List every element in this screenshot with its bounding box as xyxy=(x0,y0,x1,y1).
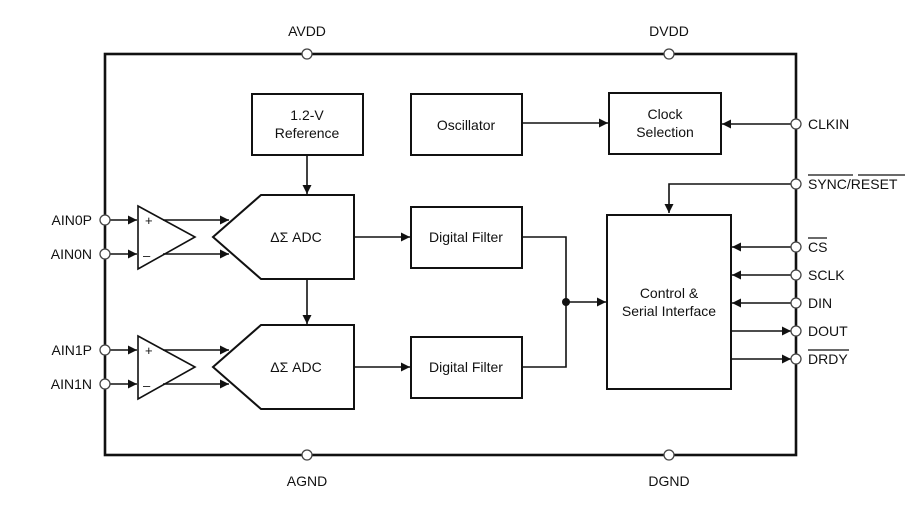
pin-label-sclk: SCLK xyxy=(808,267,845,283)
pin-label-avdd: AVDD xyxy=(288,23,326,39)
filter1-block: Digital Filter xyxy=(410,336,523,399)
pin-pad-ain1n xyxy=(99,378,111,390)
pin-label-ain1p: AIN1P xyxy=(52,342,92,358)
pin-label-sync-reset: SYNC/RESET xyxy=(808,176,898,192)
adc1-block: ΔΣ ADC xyxy=(211,324,355,410)
pin-pad-ain0p xyxy=(99,214,111,226)
pin-label-din: DIN xyxy=(808,295,832,311)
pin-pad-dout xyxy=(790,325,802,337)
adc1-label: ΔΣ ADC xyxy=(270,359,321,375)
pga1-minus: – xyxy=(143,378,151,393)
pga0-minus: – xyxy=(143,248,151,263)
sync-label: SYNC xyxy=(808,176,847,192)
oscillator-block: Oscillator xyxy=(410,93,523,156)
control-label-line2: Serial Interface xyxy=(622,303,716,319)
pin-pad-drdy xyxy=(790,353,802,365)
pin-pad-ain1p xyxy=(99,344,111,356)
reference-label-line2: Reference xyxy=(275,125,340,141)
filter1-label: Digital Filter xyxy=(429,359,503,375)
reference-label-line1: 1.2-V xyxy=(290,107,324,123)
pga0-amplifier-icon: + – xyxy=(137,204,197,271)
pga1-plus: + xyxy=(145,343,153,358)
pin-pad-avdd xyxy=(301,48,313,60)
filter-merge-wire xyxy=(522,236,567,368)
pin-label-ain1n: AIN1N xyxy=(51,376,92,392)
pin-label-dvdd: DVDD xyxy=(649,23,689,39)
slash-label: / xyxy=(847,176,851,192)
adc0-label: ΔΣ ADC xyxy=(270,229,321,245)
pin-label-dout: DOUT xyxy=(808,323,848,339)
reference-block: 1.2-V Reference xyxy=(251,93,364,156)
pin-label-ain0n: AIN0N xyxy=(51,246,92,262)
pin-pad-dgnd xyxy=(663,449,675,461)
pin-label-ain0p: AIN0P xyxy=(52,212,92,228)
control-label-line1: Control & xyxy=(640,285,699,301)
pin-pad-din xyxy=(790,297,802,309)
pin-label-cs: CS xyxy=(808,239,827,255)
clock-selection-label-line1: Clock xyxy=(647,106,683,122)
oscillator-label: Oscillator xyxy=(437,117,496,133)
control-serial-interface-block: Control & Serial Interface xyxy=(606,214,732,390)
pin-label-drdy: DRDY xyxy=(808,351,848,367)
pin-pad-clkin xyxy=(790,118,802,130)
pin-pad-cs xyxy=(790,241,802,253)
pin-label-dgnd: DGND xyxy=(648,473,689,489)
sync-reset-to-control-arrow xyxy=(664,183,796,213)
filter0-block: Digital Filter xyxy=(410,206,523,269)
filter0-label: Digital Filter xyxy=(429,229,503,245)
adc0-block: ΔΣ ADC xyxy=(211,194,355,280)
pga0-plus: + xyxy=(145,213,153,228)
pin-pad-sync-reset xyxy=(790,178,802,190)
pin-label-agnd: AGND xyxy=(287,473,327,489)
pga1-amplifier-icon: + – xyxy=(137,334,197,401)
clock-selection-block: Clock Selection xyxy=(608,92,722,155)
pin-pad-ain0n xyxy=(99,248,111,260)
reset-label: RESET xyxy=(851,176,898,192)
pin-pad-sclk xyxy=(790,269,802,281)
pin-label-clkin: CLKIN xyxy=(808,116,849,132)
clock-selection-label-line2: Selection xyxy=(636,124,694,140)
pin-pad-dvdd xyxy=(663,48,675,60)
pin-pad-agnd xyxy=(301,449,313,461)
